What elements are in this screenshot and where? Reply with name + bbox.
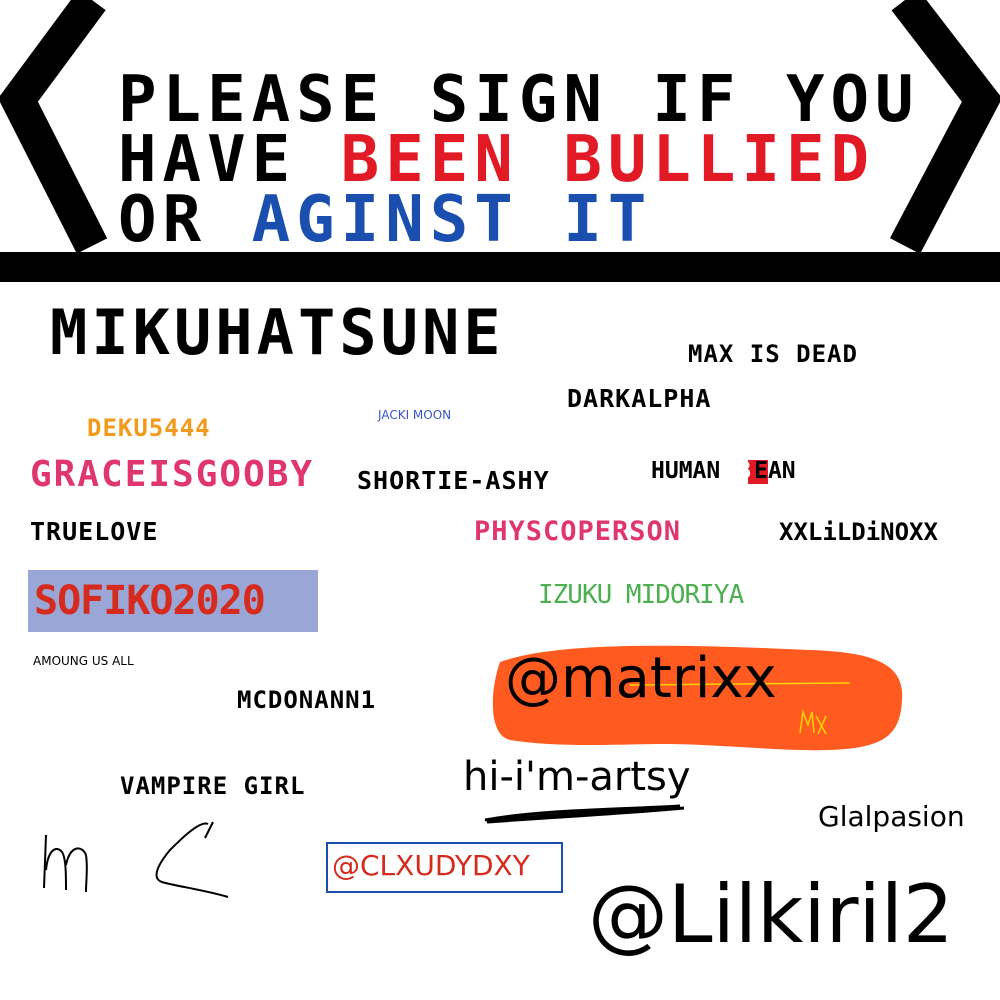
loop-scribble-dash xyxy=(204,821,214,839)
clxudydxy-box xyxy=(326,842,563,893)
header-bar xyxy=(0,252,1000,282)
header-been-bullied: BEEN BULLIED xyxy=(340,123,876,197)
signature-izuku-midoriya: IZUKU MIDORIYA xyxy=(538,580,744,610)
m-scribble xyxy=(43,834,88,893)
signature-mcdonann1: MCDONANN1 xyxy=(237,686,377,714)
header-line-2: HAVE BEEN BULLIED xyxy=(118,123,876,197)
human-bean-box xyxy=(748,460,768,484)
signature-deku5444: DEKU5444 xyxy=(87,414,211,442)
signature-darkalpha: DARKALPHA xyxy=(567,384,712,413)
sofiko-bg xyxy=(28,570,318,632)
loop-scribble xyxy=(155,822,229,898)
header-aginst-it: AGINST IT xyxy=(251,183,653,257)
artsy-underline xyxy=(484,804,685,824)
signature-shortie-ashy: SHORTIE-ASHY xyxy=(357,466,550,495)
signature-xxlildinoxx: XXLiLDiNOXX xyxy=(779,518,938,546)
matrixx-blob xyxy=(492,645,903,751)
matrixx-initials xyxy=(799,709,827,735)
signature-sofiko2020: SOFIKO2020 xyxy=(34,578,266,624)
right-bracket xyxy=(889,0,1000,254)
signature-matrixx: @matrixx xyxy=(505,646,777,711)
signature-physcoperson: PHYSCOPERSON xyxy=(474,516,682,547)
signature-amoung-us-all: AMOUNG US ALL xyxy=(33,654,134,668)
signature-mikuhatsune: MIKUHATSUNE xyxy=(50,296,505,369)
matrixx-strike xyxy=(629,682,851,686)
header-line-1: PLEASE SIGN IF YOU xyxy=(118,63,920,137)
signature-hi-im-artsy: hi-i'm-artsy xyxy=(463,754,691,800)
signature-jacki-moon: JACKI MOON xyxy=(378,408,452,422)
signature-clxudydxy: @CLXUDYDXY xyxy=(332,849,530,882)
signature-graceisgooby: GRACEISGOOBY xyxy=(30,454,315,495)
signature-max-is-dead: MAX IS DEAD xyxy=(688,340,858,368)
human-bean-boxed-letter: B xyxy=(737,458,752,484)
signature-lilkiril2: @Lilkiril2 xyxy=(588,868,954,961)
signature-glalpasion: Glalpasion xyxy=(818,800,965,833)
header-line-3: OR AGINST IT xyxy=(118,183,653,257)
signature-vampire-girl: VAMPIRE GIRL xyxy=(120,772,306,800)
left-bracket xyxy=(0,0,108,254)
signature-truelove: TRUELOVE xyxy=(30,517,159,546)
